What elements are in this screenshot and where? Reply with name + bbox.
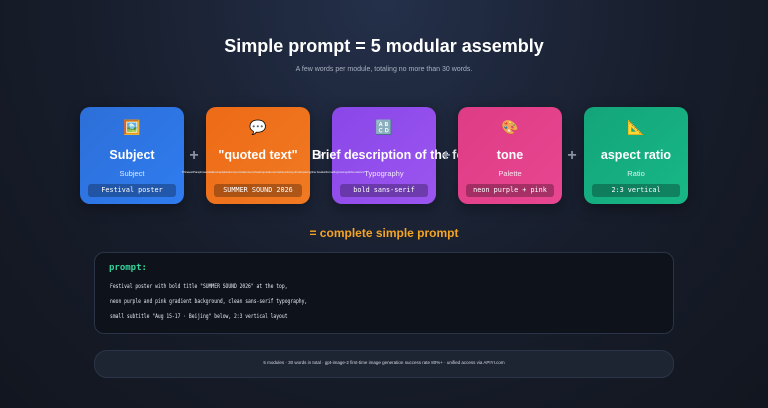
plus-sign: + bbox=[441, 147, 451, 164]
prompt-label: prompt: bbox=[109, 263, 147, 273]
module-name: Subject bbox=[109, 148, 155, 162]
footer-text: 5 modules · 30 words in total · gpt-imag… bbox=[263, 360, 505, 365]
tiny-note: Phrases/Paraphrases/italics/capitalizati… bbox=[182, 170, 365, 174]
speech-bubble-icon: 💬 bbox=[249, 119, 267, 135]
plus-sign: + bbox=[315, 147, 325, 164]
module-example: Festival poster bbox=[88, 184, 176, 197]
module-card-subject: 🖼️ Subject Subject Festival poster bbox=[80, 107, 184, 204]
module-example: SUMMER SOUND 2026 bbox=[214, 184, 302, 197]
module-card-aspect-ratio: 📐 aspect ratio Ratio 2:3 vertical bbox=[584, 107, 688, 204]
page-title: Simple prompt = 5 modular assembly bbox=[224, 36, 544, 56]
module-role: Typography bbox=[364, 169, 404, 178]
letters-icon: 🔠 bbox=[375, 119, 393, 135]
module-example: bold sans-serif bbox=[340, 184, 428, 197]
picture-icon: 🖼️ bbox=[123, 119, 141, 135]
module-role: Palette bbox=[498, 169, 522, 178]
plus-sign: + bbox=[567, 147, 577, 164]
module-name: tone bbox=[496, 148, 524, 162]
module-role: Subject bbox=[119, 169, 145, 178]
prompt-box: prompt: Festival poster with bold title … bbox=[94, 252, 674, 334]
module-name: aspect ratio bbox=[600, 148, 672, 162]
plus-sign: + bbox=[189, 147, 199, 164]
module-card-quoted-text: 💬 "quoted text" SUMMER SOUND 2026 bbox=[206, 107, 310, 204]
module-name: "quoted text" bbox=[218, 148, 298, 162]
triangle-ruler-icon: 📐 bbox=[627, 119, 645, 135]
module-name: Brief description of the font bbox=[312, 148, 476, 162]
module-card-tone: 🎨 tone Palette neon purple + pink bbox=[458, 107, 562, 204]
prompt-line: Festival poster with bold title "SUMMER … bbox=[110, 283, 288, 290]
complete-prompt-label: = complete simple prompt bbox=[309, 226, 459, 240]
module-example: 2:3 vertical bbox=[592, 184, 680, 197]
prompt-line: small subtitle "Aug 15-17 · Beijing" bel… bbox=[110, 313, 288, 320]
prompt-line: neon purple and pink gradient background… bbox=[110, 298, 308, 305]
footer-bar: 5 modules · 30 words in total · gpt-imag… bbox=[94, 350, 674, 378]
module-cards: 🖼️ Subject Subject Festival poster + 💬 "… bbox=[80, 107, 690, 204]
palette-icon: 🎨 bbox=[501, 119, 519, 135]
module-card-typography: 🔠 Brief description of the font Typograp… bbox=[312, 107, 476, 204]
page-subtitle: A few words per module, totaling no more… bbox=[295, 66, 473, 73]
module-example: neon purple + pink bbox=[466, 184, 554, 197]
module-role: Ratio bbox=[627, 169, 645, 178]
